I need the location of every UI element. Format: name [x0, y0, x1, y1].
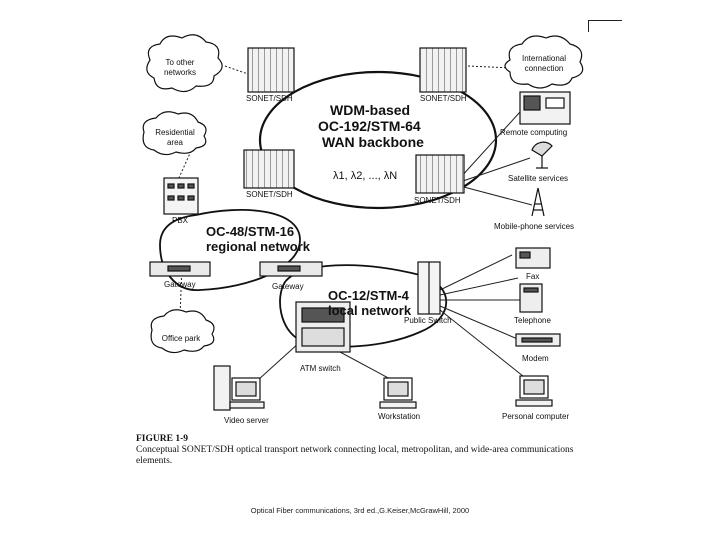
cell-tower-unit	[531, 187, 545, 217]
label-pbx: PBX	[172, 216, 189, 225]
remote-computing-unit	[519, 91, 571, 125]
cloud-other-networks	[146, 34, 223, 93]
satellite-dish-unit	[531, 141, 553, 169]
label-fax: Fax	[526, 272, 540, 281]
label-video-server: Video server	[224, 416, 269, 425]
source-footer: Optical Fiber communications, 3rd ed.,G.…	[250, 506, 470, 515]
regional-title-1: OC-48/STM-16	[206, 224, 295, 239]
corner-mark	[588, 20, 622, 21]
video-server-unit	[213, 365, 265, 411]
telephone-unit	[519, 283, 543, 313]
atm-switch-unit	[295, 301, 351, 353]
figure-caption: FIGURE 1-9 Conceptual SONET/SDH optical …	[136, 434, 596, 467]
local-ring	[279, 264, 447, 348]
local-title-2: local network	[328, 303, 412, 318]
label-sonet-top-left: SONET/SDH	[246, 94, 293, 103]
sonet-rack-right	[415, 154, 465, 194]
figure-caption-text: Conceptual SONET/SDH optical transport n…	[136, 445, 574, 466]
cloud-residential	[142, 111, 207, 156]
workstation-unit	[379, 377, 417, 409]
figure-number: FIGURE 1-9	[136, 434, 188, 444]
backbone-title-3: WAN backbone	[322, 134, 424, 150]
label-mobile-phone: Mobile-phone services	[494, 222, 575, 231]
label-sonet-mid-left: SONET/SDH	[246, 190, 293, 199]
cloud-label-residential: Residential	[155, 128, 195, 137]
sonet-rack-mid-left	[243, 149, 295, 189]
backbone-ring	[258, 70, 498, 210]
cloud-office-park	[150, 309, 215, 354]
sonet-rack-top-right	[419, 47, 467, 93]
personal-computer-unit	[515, 375, 553, 407]
label-modem: Modem	[522, 354, 549, 363]
pbx-unit	[163, 177, 199, 215]
cloud-label-connection: connection	[524, 64, 564, 73]
label-satellite-services: Satellite services	[508, 174, 569, 183]
label-telephone: Telephone	[514, 316, 551, 325]
cloud-label-office-park: Office park	[161, 334, 201, 343]
cloud-international	[504, 35, 584, 89]
regional-title-2: regional network	[206, 239, 311, 254]
public-switch	[417, 261, 441, 315]
cloud-label-area: area	[166, 138, 183, 147]
label-public-switch: Public Switch	[404, 316, 452, 325]
label-personal-computer: Personal computer	[502, 412, 570, 421]
wavelength-list: λ1, λ2, ..., λN	[333, 170, 398, 182]
local-title-1: OC-12/STM-4	[328, 288, 409, 303]
cloud-label-to-other: To other	[165, 58, 195, 67]
label-sonet-right: SONET/SDH	[414, 196, 461, 205]
fax-unit	[515, 247, 551, 269]
modem-unit	[515, 333, 561, 347]
regional-ring-left	[159, 214, 197, 246]
label-remote-computing: Remote computing	[500, 128, 568, 137]
label-atm-switch: ATM switch	[300, 364, 341, 373]
corner-mark-vertical	[588, 20, 589, 32]
label-workstation: Workstation	[378, 412, 421, 421]
label-gateway-right: Gateway	[272, 282, 304, 291]
backbone-title-2: OC-192/STM-64	[318, 118, 421, 134]
cloud-label-networks: networks	[163, 68, 196, 77]
backbone-title-1: WDM-based	[330, 102, 411, 118]
label-gateway-left: Gateway	[164, 280, 196, 289]
label-sonet-top-right: SONET/SDH	[420, 94, 467, 103]
cloud-label-international: International	[521, 54, 567, 63]
sonet-rack-top-left	[247, 47, 295, 93]
